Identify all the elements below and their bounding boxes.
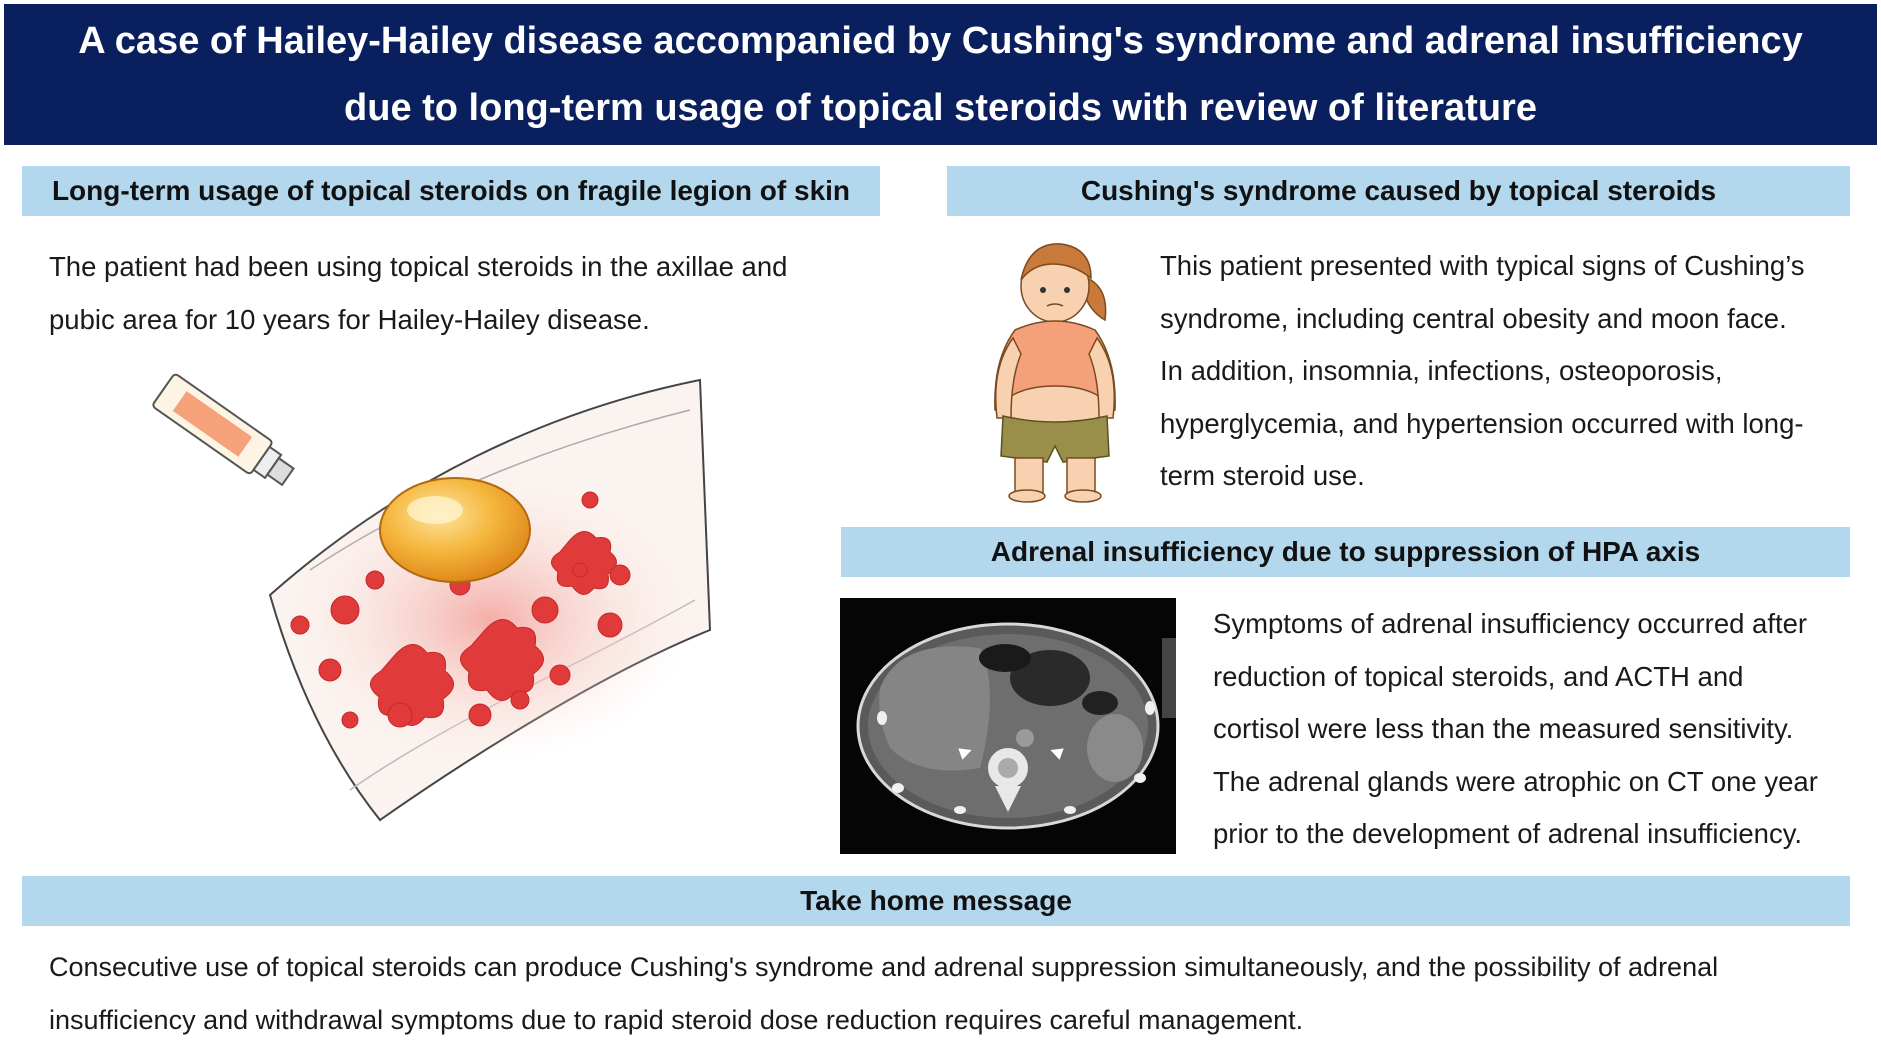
left-section-heading: Long-term usage of topical steroids on f… <box>22 166 880 216</box>
left-text-line: The patient had been using topical stero… <box>49 241 849 294</box>
title-line-1: A case of Hailey-Hailey disease accompan… <box>4 8 1877 75</box>
ct-scan-image <box>840 598 1176 854</box>
cushing-text-line: syndrome, including central obesity and … <box>1160 293 1860 346</box>
cushing-section-text: This patient presented with typical sign… <box>1160 240 1860 503</box>
cushing-text-line: In addition, insomnia, infections, osteo… <box>1160 345 1860 398</box>
adrenal-text-line: Symptoms of adrenal insufficiency occurr… <box>1213 598 1863 651</box>
left-text-line: pubic area for 10 years for Hailey-Haile… <box>49 294 849 347</box>
obese-patient-illustration <box>975 238 1135 503</box>
cushing-text-line: This patient presented with typical sign… <box>1160 240 1860 293</box>
poster-title: A case of Hailey-Hailey disease accompan… <box>4 4 1877 145</box>
cushing-section-heading: Cushing's syndrome caused by topical ste… <box>947 166 1850 216</box>
take-home-text: Consecutive use of topical steroids can … <box>49 941 1869 1046</box>
adrenal-text-line: The adrenal glands were atrophic on CT o… <box>1213 756 1863 809</box>
adrenal-section-text: Symptoms of adrenal insufficiency occurr… <box>1213 598 1863 861</box>
steroid-tube-icon <box>152 373 299 493</box>
adrenal-section-heading: Adrenal insufficiency due to suppression… <box>841 527 1850 577</box>
adrenal-text-line: prior to the development of adrenal insu… <box>1213 808 1863 861</box>
cushing-text-line: term steroid use. <box>1160 450 1860 503</box>
take-home-line: insufficiency and withdrawal symptoms du… <box>49 994 1869 1046</box>
take-home-line: Consecutive use of topical steroids can … <box>49 941 1869 994</box>
adrenal-text-line: cortisol were less than the measured sen… <box>1213 703 1863 756</box>
skin-lesion-illustration <box>150 370 720 830</box>
left-section-text: The patient had been using topical stero… <box>49 241 849 346</box>
adrenal-text-line: reduction of topical steroids, and ACTH … <box>1213 651 1863 704</box>
yellow-bulla <box>380 478 530 582</box>
cushing-text-line: hyperglycemia, and hypertension occurred… <box>1160 398 1860 451</box>
take-home-heading: Take home message <box>22 876 1850 926</box>
title-line-2: due to long-term usage of topical steroi… <box>4 75 1877 142</box>
